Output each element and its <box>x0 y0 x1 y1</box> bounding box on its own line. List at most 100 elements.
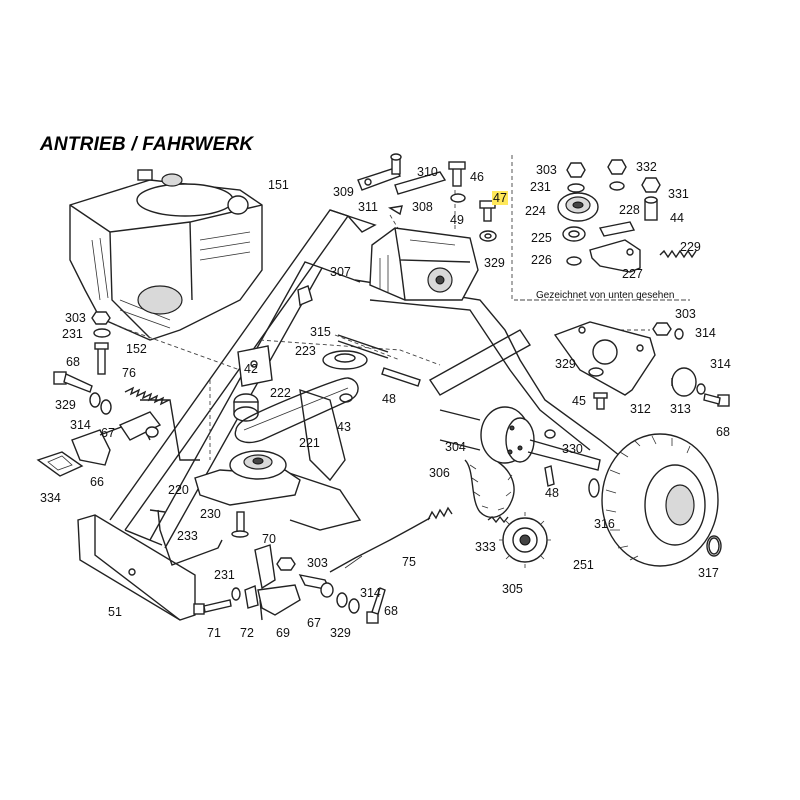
part-number: 309 <box>333 185 354 199</box>
washer-231-lower <box>231 587 241 601</box>
part-number: 334 <box>40 491 61 505</box>
washer-316 <box>588 478 600 498</box>
pin-48-upper <box>381 367 421 387</box>
pin-48-lower <box>544 465 555 487</box>
part-number: 307 <box>330 265 351 279</box>
part-number: 314 <box>710 357 731 371</box>
bolt-68-left <box>53 371 93 393</box>
part-number: 226 <box>531 253 552 267</box>
part-number: 152 <box>126 342 147 356</box>
part-number: 68 <box>716 425 730 439</box>
part-number: 225 <box>531 231 552 245</box>
washer-49 <box>450 193 466 203</box>
part-number: 45 <box>572 394 586 408</box>
part-number: 303 <box>65 311 86 325</box>
lever-70 <box>254 544 276 590</box>
washers-314-329-lower <box>336 592 360 614</box>
part-number: 75 <box>402 555 416 569</box>
part-number: 223 <box>295 344 316 358</box>
nut-331 <box>641 177 661 193</box>
plate-228 <box>598 221 636 237</box>
idler-222 <box>233 393 259 422</box>
part-number: 43 <box>337 420 351 434</box>
part-number: 227 <box>622 267 643 281</box>
bolt-68-lower <box>366 587 386 624</box>
part-number: 151 <box>268 178 289 192</box>
pulley-224 <box>557 192 599 222</box>
part-number: 251 <box>573 558 594 572</box>
part-number: 332 <box>636 160 657 174</box>
washer-314-right <box>674 328 684 340</box>
part-number: 316 <box>594 517 615 531</box>
inset-note: Gezeichnet von unten gesehen <box>536 290 675 301</box>
bracket-42 <box>237 345 273 387</box>
part-number: 333 <box>475 540 496 554</box>
nut-303-left <box>91 311 111 338</box>
cable-75 <box>329 506 453 573</box>
part-number: 233 <box>177 529 198 543</box>
bracket-engine-mount <box>297 285 313 306</box>
part-number: 67 <box>307 616 321 630</box>
clutch-220 <box>194 450 301 506</box>
part-number: 228 <box>619 203 640 217</box>
shaft-315 <box>337 334 389 359</box>
part-number: 231 <box>530 180 551 194</box>
part-number: 71 <box>207 626 221 640</box>
part-number: 315 <box>310 325 331 339</box>
spacer-44 <box>644 196 658 221</box>
part-number: 312 <box>630 402 651 416</box>
spring-229 <box>659 249 697 259</box>
plate-312 <box>553 321 656 396</box>
part-number: 329 <box>555 357 576 371</box>
lever-72 <box>244 585 259 609</box>
bolt-152 <box>94 342 109 375</box>
nut-332 <box>607 159 627 191</box>
part-number: 230 <box>200 507 221 521</box>
chain-306 <box>464 459 515 519</box>
part-number: 70 <box>262 532 276 546</box>
ring-43 <box>339 393 353 403</box>
part-number: 311 <box>358 200 378 214</box>
part-number: 314 <box>695 326 716 340</box>
part-number: 329 <box>330 626 351 640</box>
spring-333 <box>487 515 509 524</box>
part-number: 331 <box>668 187 689 201</box>
spring-76 <box>124 386 170 406</box>
part-number: 76 <box>122 366 136 380</box>
front-plate-51 <box>77 514 196 621</box>
part-number: 48 <box>545 486 559 500</box>
part-number: 304 <box>445 440 466 454</box>
lever-67-lower <box>298 574 334 598</box>
engine-151 <box>69 169 263 341</box>
part-number: 330 <box>562 442 583 456</box>
part-number: 221 <box>299 436 320 450</box>
clip-311 <box>388 205 403 216</box>
part-number: 220 <box>168 483 189 497</box>
part-number: 44 <box>670 211 684 225</box>
part-number: 317 <box>698 566 719 580</box>
part-number: 224 <box>525 204 546 218</box>
washers-329-314-left <box>89 392 112 415</box>
belt-221 <box>234 377 359 444</box>
bolt-71 <box>193 599 232 615</box>
part-number: 313 <box>670 402 691 416</box>
part-number: 222 <box>270 386 291 400</box>
spacer-313 <box>671 367 697 397</box>
part-number-highlighted[interactable]: 47 <box>492 191 508 205</box>
tension-arm-227 <box>589 239 641 273</box>
part-number: 308 <box>412 200 433 214</box>
part-number: 66 <box>90 475 104 489</box>
bolt-230 <box>231 511 249 538</box>
axle-housing-304 <box>439 406 601 471</box>
part-number: 314 <box>360 586 381 600</box>
part-number: 48 <box>382 392 396 406</box>
part-number: 68 <box>384 604 398 618</box>
part-number: 229 <box>680 240 701 254</box>
bolt-46 <box>448 161 466 187</box>
bolt-45 <box>593 392 608 410</box>
main-frame <box>109 209 626 549</box>
washer-330 <box>544 429 556 439</box>
part-number: 67 <box>101 426 115 440</box>
